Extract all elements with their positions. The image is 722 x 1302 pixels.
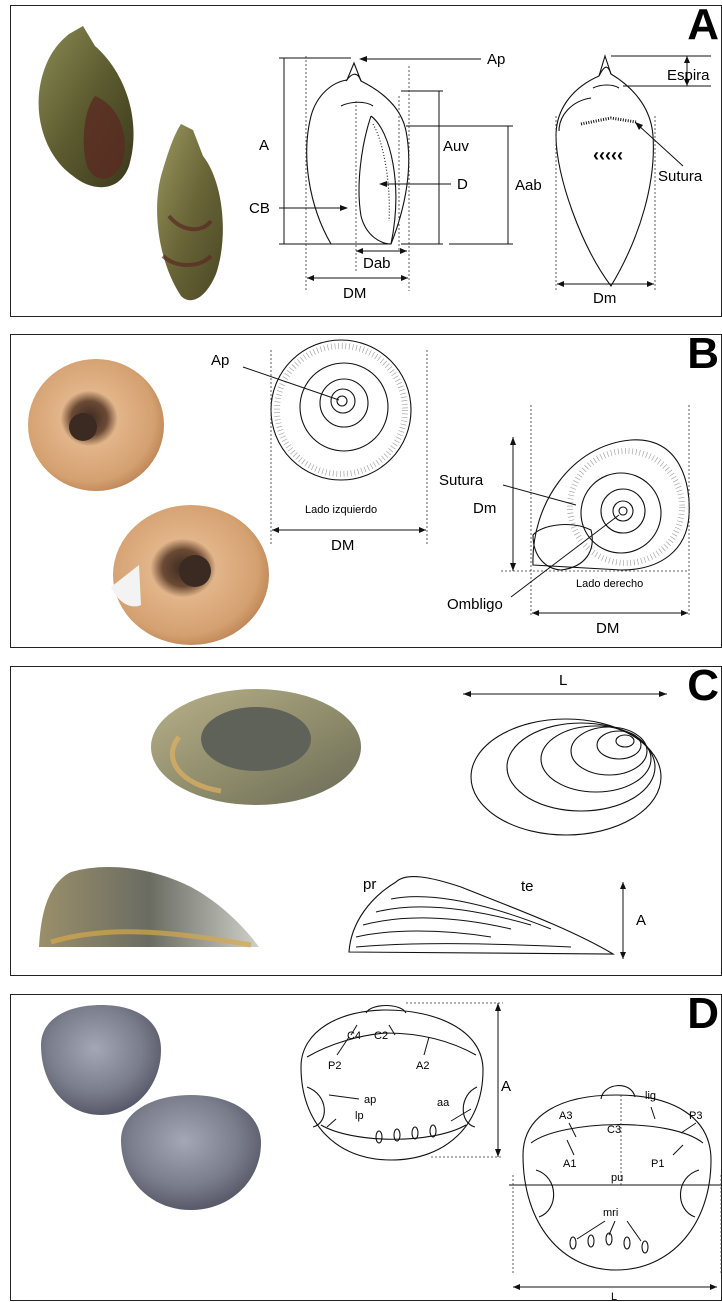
label-d: D: [457, 176, 468, 193]
snail-drawing-measured: [279, 56, 513, 291]
label-a2: A2: [416, 1060, 429, 1072]
label-sutura: Sutura: [658, 168, 703, 185]
label-p3: P3: [689, 1110, 702, 1122]
svg-text:‹‹‹‹‹: ‹‹‹‹‹: [593, 145, 623, 165]
label-pr: pr: [363, 876, 376, 893]
panel-a-figure: Ap A Auv Aab D CB Dab DM ‹‹‹‹‹: [11, 6, 722, 318]
label-c4: C4: [347, 1030, 361, 1042]
clam-photo-2: [121, 1095, 261, 1210]
label-lp: lp: [355, 1110, 364, 1122]
label-espira: Espira: [667, 67, 710, 84]
snail-photo-1: [39, 26, 134, 187]
label-lig: lig: [645, 1090, 656, 1102]
label-mri: mri: [603, 1207, 618, 1219]
ramshorn-photo-1: [28, 359, 164, 491]
label-te: te: [521, 878, 534, 895]
label-ap-b: Ap: [211, 352, 229, 369]
panel-c: C L: [10, 666, 722, 976]
label-lado-izquierdo: Lado izquierdo: [305, 504, 377, 516]
label-dm-lower: Dm: [593, 290, 616, 307]
panel-d-figure: C4 C2 P2 A2 A ap aa lp: [11, 995, 722, 1302]
label-dm-vertical: Dm: [473, 500, 496, 517]
label-cb: CB: [249, 200, 270, 217]
label-lado-derecho: Lado derecho: [576, 578, 643, 590]
label-sutura-b: Sutura: [439, 472, 484, 489]
label-dab: Dab: [363, 255, 391, 272]
clam-photo-1: [41, 1005, 161, 1115]
label-c3: C3: [607, 1124, 621, 1136]
panel-d: D: [10, 994, 722, 1301]
panel-a: A: [10, 5, 722, 317]
label-auv: Auv: [443, 138, 469, 155]
label-ap-d: ap: [364, 1094, 376, 1106]
limpet-drawing-side: [349, 877, 626, 959]
label-a-d: A: [501, 1078, 511, 1095]
label-a3: A3: [559, 1110, 572, 1122]
snail-photo-2: [157, 124, 223, 300]
label-pu: pu: [611, 1172, 623, 1184]
label-ombligo: Ombligo: [447, 596, 503, 613]
label-p2: P2: [328, 1060, 341, 1072]
limpet-drawing-top: [463, 691, 667, 835]
label-aa: aa: [437, 1097, 450, 1109]
label-dm-upper: DM: [343, 285, 366, 302]
ramshorn-photo-2: [111, 505, 269, 645]
label-aab: Aab: [515, 177, 542, 194]
label-dm-b2: DM: [596, 620, 619, 637]
clam-drawing-1: [301, 1003, 503, 1160]
panel-b: B: [10, 334, 722, 648]
limpet-photo-top: [151, 689, 361, 805]
label-a1: A1: [563, 1158, 576, 1170]
label-a-c: A: [636, 912, 646, 929]
limpet-photo-side: [39, 867, 259, 947]
label-l-c: L: [559, 672, 567, 689]
label-l-d: L: [611, 1291, 617, 1302]
label-a: A: [259, 137, 269, 154]
label-ap: Ap: [487, 51, 505, 68]
label-p1: P1: [651, 1158, 664, 1170]
panel-b-figure: Ap Lado izquierdo DM: [11, 335, 722, 649]
label-dm-b1: DM: [331, 537, 354, 554]
label-c2: C2: [374, 1030, 388, 1042]
panel-c-figure: L pr te A: [11, 667, 722, 977]
